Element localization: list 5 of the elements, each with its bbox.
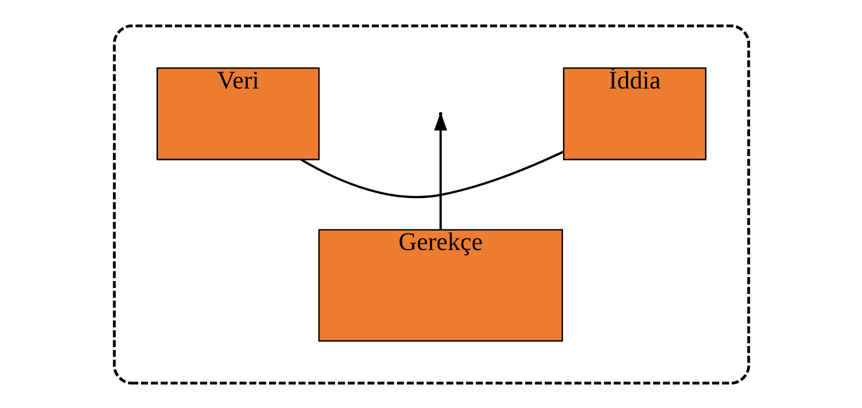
cluster (112, 24, 750, 384)
node-box: Gerekçe (318, 228, 562, 342)
connector (300, 150, 564, 198)
node-box: İddia (562, 66, 706, 160)
node-box: Veri (156, 66, 320, 160)
